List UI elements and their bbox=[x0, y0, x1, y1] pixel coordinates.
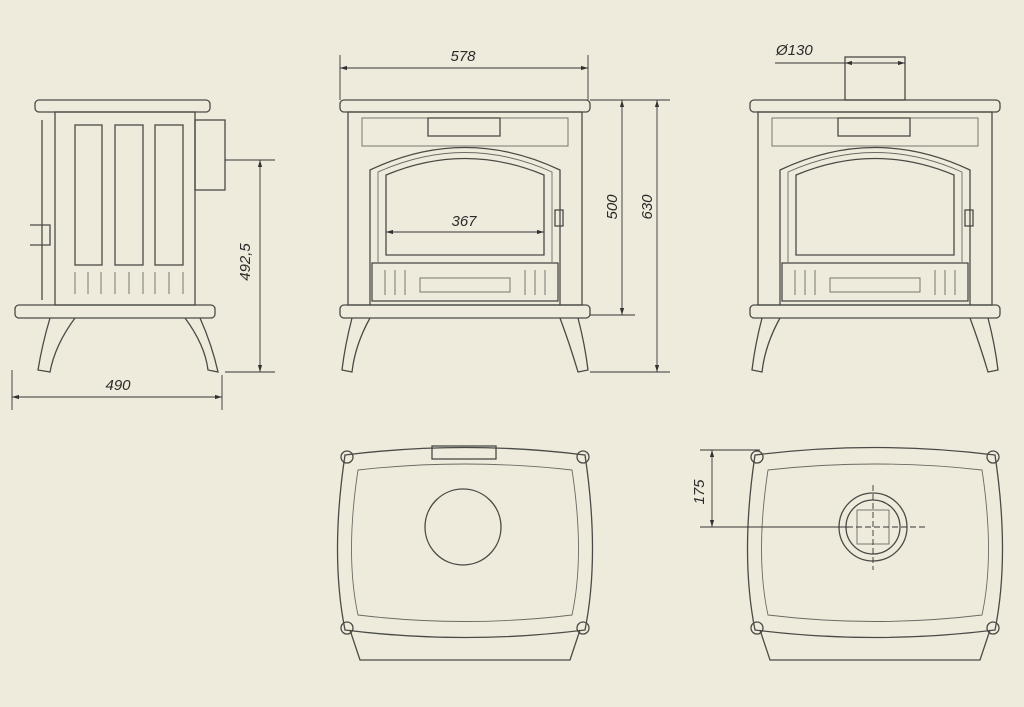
label-glass-width: 367 bbox=[451, 213, 477, 230]
label-height-630: 630 bbox=[639, 194, 656, 220]
label-height-500: 500 bbox=[604, 194, 621, 220]
side-view bbox=[14, 99, 226, 373]
label-side-depth: 490 bbox=[105, 377, 131, 394]
dim-heights bbox=[590, 99, 670, 373]
top-view-top-flue bbox=[700, 446, 1004, 661]
label-front-width: 578 bbox=[450, 48, 476, 65]
dim-front-width bbox=[339, 55, 589, 100]
front-view bbox=[339, 99, 591, 373]
label-flue-diameter: Ø130 bbox=[775, 42, 813, 59]
dim-side-depth bbox=[11, 370, 223, 410]
front-view-flue-top bbox=[749, 56, 1001, 373]
label-side-height: 492,5 bbox=[237, 243, 254, 281]
dim-side-height bbox=[225, 159, 275, 373]
label-flue-offset: 175 bbox=[691, 479, 708, 505]
top-view-rear-flue bbox=[336, 445, 594, 661]
